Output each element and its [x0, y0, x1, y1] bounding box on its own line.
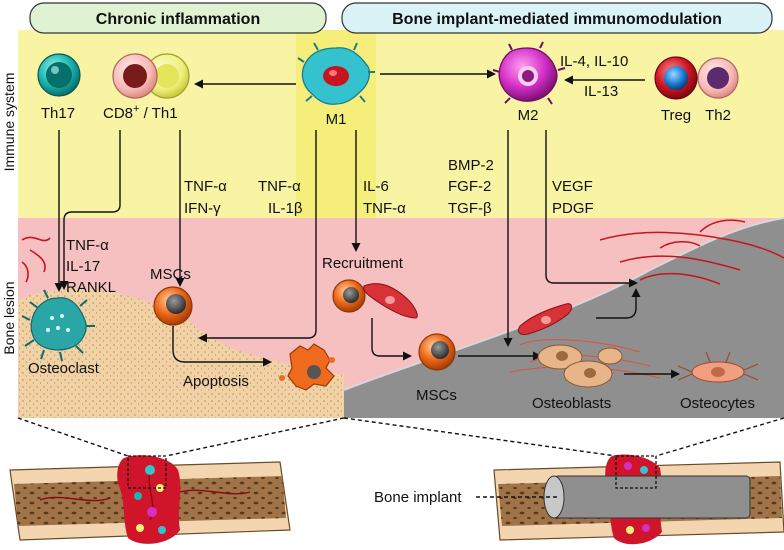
label-bmp2: BMP-2	[448, 157, 494, 174]
m2-macrophage	[492, 41, 566, 105]
arrow-mscs-to-apoptosis	[172, 326, 272, 367]
label-th17: Th17	[41, 105, 75, 122]
label-th2: Th2	[705, 107, 731, 124]
msc-cell-recruited	[332, 279, 366, 313]
implant-edge	[343, 217, 784, 391]
zoom-line-right-a	[343, 417, 617, 457]
label-treg: Treg	[661, 107, 691, 124]
label-tnfa-4: TNF-α	[66, 237, 109, 254]
msc-cell-left	[153, 286, 193, 326]
label-pdgf: PDGF	[552, 200, 594, 217]
treg-cell	[654, 56, 698, 100]
vessels-left	[21, 236, 51, 283]
label-osteoclast: Osteoclast	[28, 360, 100, 377]
label-osteoblasts: Osteoblasts	[532, 395, 611, 412]
label-il1b: IL-1β	[268, 200, 303, 217]
bone-tissue-texture	[18, 288, 344, 418]
label-tgfb: TGF-β	[448, 200, 492, 217]
header-right-pill	[341, 2, 773, 34]
m1-macrophage	[297, 42, 375, 105]
th2-cell	[697, 57, 739, 99]
implant-surface	[344, 218, 784, 418]
header-chronic-inflammation: Chronic inflammation	[96, 11, 260, 28]
label-apoptosis: Apoptosis	[183, 373, 249, 390]
osteoblast-cells	[509, 339, 661, 388]
label-recruitment: Recruitment	[322, 255, 404, 272]
side-label-immune-system: Immune system	[1, 73, 17, 172]
label-osteocytes: Osteocytes	[680, 395, 755, 412]
arrow-m1-to-apoptosis-region	[198, 130, 317, 343]
fibroblast-cell-right	[517, 303, 573, 335]
vessels-right	[599, 219, 784, 285]
osteocyte-cell	[677, 351, 759, 383]
osteoclast-cell	[21, 289, 95, 362]
label-m2: M2	[518, 107, 539, 124]
label-tnfa-2: TNF-α	[258, 178, 301, 195]
bone-lesion-illustration	[9, 455, 291, 544]
header-left-pill	[29, 2, 327, 34]
label-mscs-left: MSCs	[150, 266, 191, 283]
th17-cell	[37, 53, 81, 97]
zoom-line-left-b	[165, 417, 345, 457]
apoptotic-cell	[279, 343, 335, 391]
label-il6: IL-6	[363, 178, 389, 195]
label-m1: M1	[326, 111, 347, 128]
header-immunomodulation: Bone implant-mediated immunomodulation	[392, 11, 722, 28]
arrow-recruited-to-mscs	[371, 318, 412, 361]
zoom-line-left-a	[17, 417, 129, 457]
arrow-cd8-to-osteoclast	[59, 130, 121, 290]
label-ifng: IFN-γ	[184, 200, 221, 217]
label-il13: IL-13	[584, 83, 618, 100]
label-il4-il10: IL-4, IL-10	[560, 53, 628, 70]
label-tnfa-3: TNF-α	[363, 200, 406, 217]
arrow-m2-to-vessels	[545, 130, 638, 288]
label-cd8-th1: CD8+ / Th1	[103, 103, 178, 122]
arrow-fibroblast-to-vessels	[596, 288, 641, 319]
bone-implant-illustration	[493, 454, 784, 545]
label-fgf2: FGF-2	[448, 178, 491, 195]
cd8-th1-cells	[112, 53, 190, 99]
label-il17: IL-17	[66, 258, 100, 275]
label-rankl: RANKL	[66, 279, 116, 296]
msc-cell-center	[418, 333, 456, 371]
label-mscs-center: MSCs	[416, 387, 457, 404]
zoom-line-right-b	[655, 417, 784, 457]
label-tnfa-1: TNF-α	[184, 178, 227, 195]
label-vegf: VEGF	[552, 178, 593, 195]
label-bone-implant: Bone implant	[374, 489, 462, 506]
fibroblast-cell	[363, 283, 418, 319]
side-label-bone-lesion: Bone lesion	[1, 281, 17, 354]
